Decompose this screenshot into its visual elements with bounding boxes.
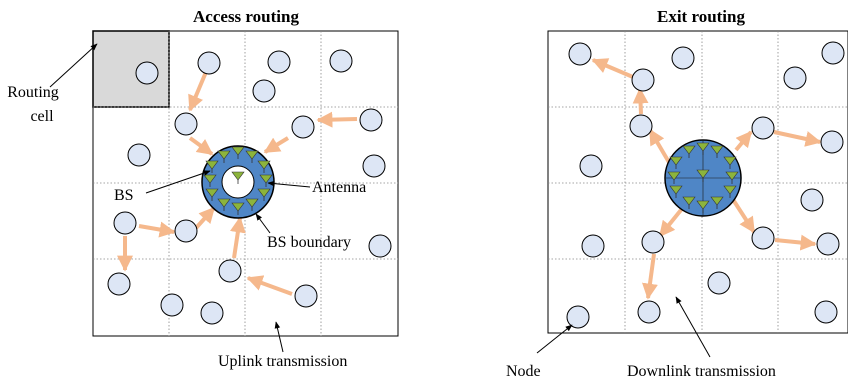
- routing-cell-pointer: [49, 43, 98, 88]
- bs-boundary-pointer: [255, 213, 271, 234]
- node: [252, 79, 276, 103]
- node: [629, 114, 653, 138]
- node: [631, 68, 655, 92]
- access-nodes: [107, 49, 392, 325]
- node: [267, 50, 291, 74]
- node: [368, 234, 392, 258]
- downlink-label: Downlink transmission: [627, 363, 776, 380]
- node: [135, 61, 159, 85]
- node: [568, 42, 592, 66]
- node: [707, 271, 731, 295]
- node: [751, 116, 775, 140]
- node: [641, 230, 665, 254]
- base-station: [201, 145, 275, 219]
- access-area-boundary: [92, 30, 399, 337]
- node: [127, 143, 151, 167]
- node: [566, 305, 590, 329]
- node: [294, 284, 318, 308]
- node: [174, 112, 198, 136]
- node-pointer: [536, 324, 573, 354]
- bs-label: BS: [114, 187, 134, 204]
- node: [359, 108, 383, 132]
- node: [821, 41, 845, 65]
- access-routing-panel: Access routing: [7, 7, 399, 370]
- antenna-pointer: [267, 180, 311, 188]
- uplink-pointer: [274, 321, 284, 353]
- node: [113, 211, 137, 235]
- routing-cell-label-line2: cell: [30, 108, 54, 125]
- node: [800, 188, 824, 212]
- access-routing-title: Access routing: [193, 7, 299, 26]
- node: [218, 259, 242, 283]
- node: [814, 300, 838, 324]
- downlink-pointer: [675, 296, 711, 358]
- uplink-label: Uplink transmission: [218, 353, 347, 370]
- node: [160, 293, 184, 317]
- antenna-label: Antenna: [312, 179, 366, 196]
- node: [581, 234, 605, 258]
- base-station: [664, 139, 742, 217]
- node: [816, 232, 840, 256]
- node-label: Node: [506, 363, 541, 380]
- node: [107, 272, 131, 296]
- node: [291, 115, 315, 139]
- node: [579, 154, 603, 178]
- exit-nodes: [566, 41, 845, 329]
- exit-downlink-arrows: [591, 58, 822, 300]
- node: [174, 219, 198, 243]
- bs-boundary-label: BS boundary: [267, 234, 351, 251]
- node: [197, 51, 221, 75]
- bs-pointer: [145, 170, 211, 194]
- routing-cell-label-line1: Routing: [7, 84, 59, 101]
- node: [362, 154, 386, 178]
- exit-routing-panel: Exit routing: [506, 7, 848, 380]
- node: [671, 46, 695, 70]
- node: [820, 130, 844, 154]
- node: [783, 66, 807, 90]
- exit-area-boundary: [547, 30, 848, 334]
- exit-routing-title: Exit routing: [657, 7, 746, 26]
- node: [200, 301, 224, 325]
- node: [637, 300, 661, 324]
- node: [751, 226, 775, 250]
- node: [329, 49, 353, 73]
- access-uplink-arrows: [117, 71, 358, 296]
